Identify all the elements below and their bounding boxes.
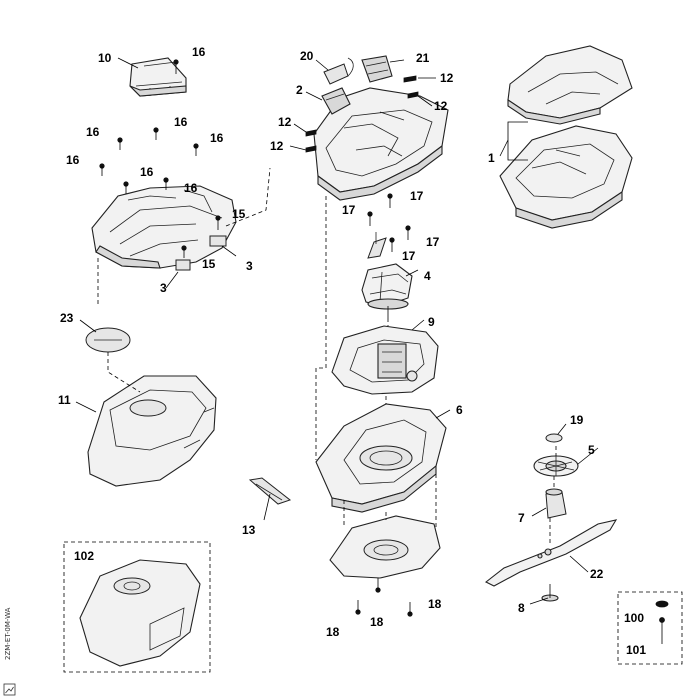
- fasteners: [99, 59, 413, 617]
- part-102-box: [63, 541, 211, 673]
- callout-102: 102: [74, 549, 94, 563]
- screw-17: [389, 237, 395, 252]
- part-10-cover: [129, 57, 187, 97]
- callout-18: 18: [326, 625, 340, 639]
- assembly-guides: [97, 167, 557, 546]
- part-5-fan: [533, 455, 579, 477]
- screw-16: [117, 137, 123, 150]
- callout-16: 16: [174, 115, 188, 129]
- callout-3: 3: [160, 281, 167, 295]
- part-7-adapter: [545, 488, 567, 519]
- lower-deck-plate: [329, 515, 441, 579]
- callout-23: 23: [60, 311, 74, 325]
- callout-100: 100: [624, 611, 644, 625]
- callout-20: 20: [300, 49, 314, 63]
- screw-17: [405, 225, 411, 240]
- callout-labels: 10 16 20 21 12 2 12 12 12 1 16 16 16 16 …: [58, 45, 646, 657]
- callout-17: 17: [342, 203, 356, 217]
- callout-101: 101: [626, 643, 646, 657]
- screw-15: [215, 215, 221, 230]
- callout-4: 4: [424, 269, 431, 283]
- callout-1: 1: [488, 151, 495, 165]
- part-13-clip: [248, 477, 292, 505]
- callout-12: 12: [278, 115, 292, 129]
- callout-9: 9: [428, 315, 435, 329]
- callout-16: 16: [140, 165, 154, 179]
- part-4-motor: [361, 232, 413, 318]
- upper-housing-left: [91, 185, 237, 271]
- screw-15: [181, 245, 187, 258]
- callout-12: 12: [434, 99, 448, 113]
- part-8-bolt: [541, 584, 559, 602]
- part-6-deck: [315, 403, 447, 513]
- part-100-101-box: [617, 591, 683, 665]
- part-23-badge: [85, 327, 131, 353]
- callout-16: 16: [184, 181, 198, 195]
- callout-12: 12: [440, 71, 454, 85]
- screw-16: [99, 163, 105, 176]
- callout-6: 6: [456, 403, 463, 417]
- callout-15: 15: [232, 207, 246, 221]
- part-22-blade: [484, 519, 618, 587]
- screw-18: [407, 602, 413, 617]
- screw-16: [173, 59, 179, 74]
- image-stamp-icon: [3, 683, 16, 696]
- part-1-assembly: [499, 45, 633, 229]
- screw-16: [153, 127, 159, 140]
- screw-18: [355, 600, 361, 615]
- callout-2: 2: [296, 83, 303, 97]
- screw-16: [163, 177, 169, 190]
- part-21-bracket: [361, 55, 393, 83]
- callout-10: 10: [98, 51, 112, 65]
- screw-18: [375, 578, 381, 593]
- screw-16: [123, 181, 129, 194]
- callout-16: 16: [86, 125, 100, 139]
- part-19-ring: [545, 433, 563, 443]
- part-9-carrier: [331, 325, 439, 395]
- callout-16: 16: [210, 131, 224, 145]
- callout-15: 15: [202, 257, 216, 271]
- part-2-bracket: [321, 87, 351, 115]
- callout-7: 7: [518, 511, 525, 525]
- callout-5: 5: [588, 443, 595, 457]
- callout-12: 12: [270, 139, 284, 153]
- callout-17: 17: [426, 235, 440, 249]
- callout-21: 21: [416, 51, 430, 65]
- callout-16: 16: [66, 153, 80, 167]
- callout-13: 13: [242, 523, 256, 537]
- callout-17: 17: [410, 189, 424, 203]
- callout-18: 18: [370, 615, 384, 629]
- chassis-frame: [313, 87, 449, 201]
- callout-8: 8: [518, 601, 525, 615]
- screw-16: [193, 143, 199, 156]
- callout-11: 11: [58, 393, 71, 407]
- part-12-clips: [305, 75, 419, 153]
- callout-17: 17: [402, 249, 416, 263]
- side-code-label: 2ZM-ET-0M-WA: [4, 607, 12, 660]
- callout-16: 16: [192, 45, 206, 59]
- screw-17: [367, 211, 373, 226]
- part-20-harness: [323, 57, 354, 85]
- callout-18: 18: [428, 597, 442, 611]
- callout-leaders: [75, 57, 599, 605]
- part-11-hood: [87, 375, 217, 487]
- callout-3: 3: [246, 259, 253, 273]
- screw-17: [387, 193, 393, 208]
- callout-19: 19: [570, 413, 584, 427]
- callout-22: 22: [590, 567, 604, 581]
